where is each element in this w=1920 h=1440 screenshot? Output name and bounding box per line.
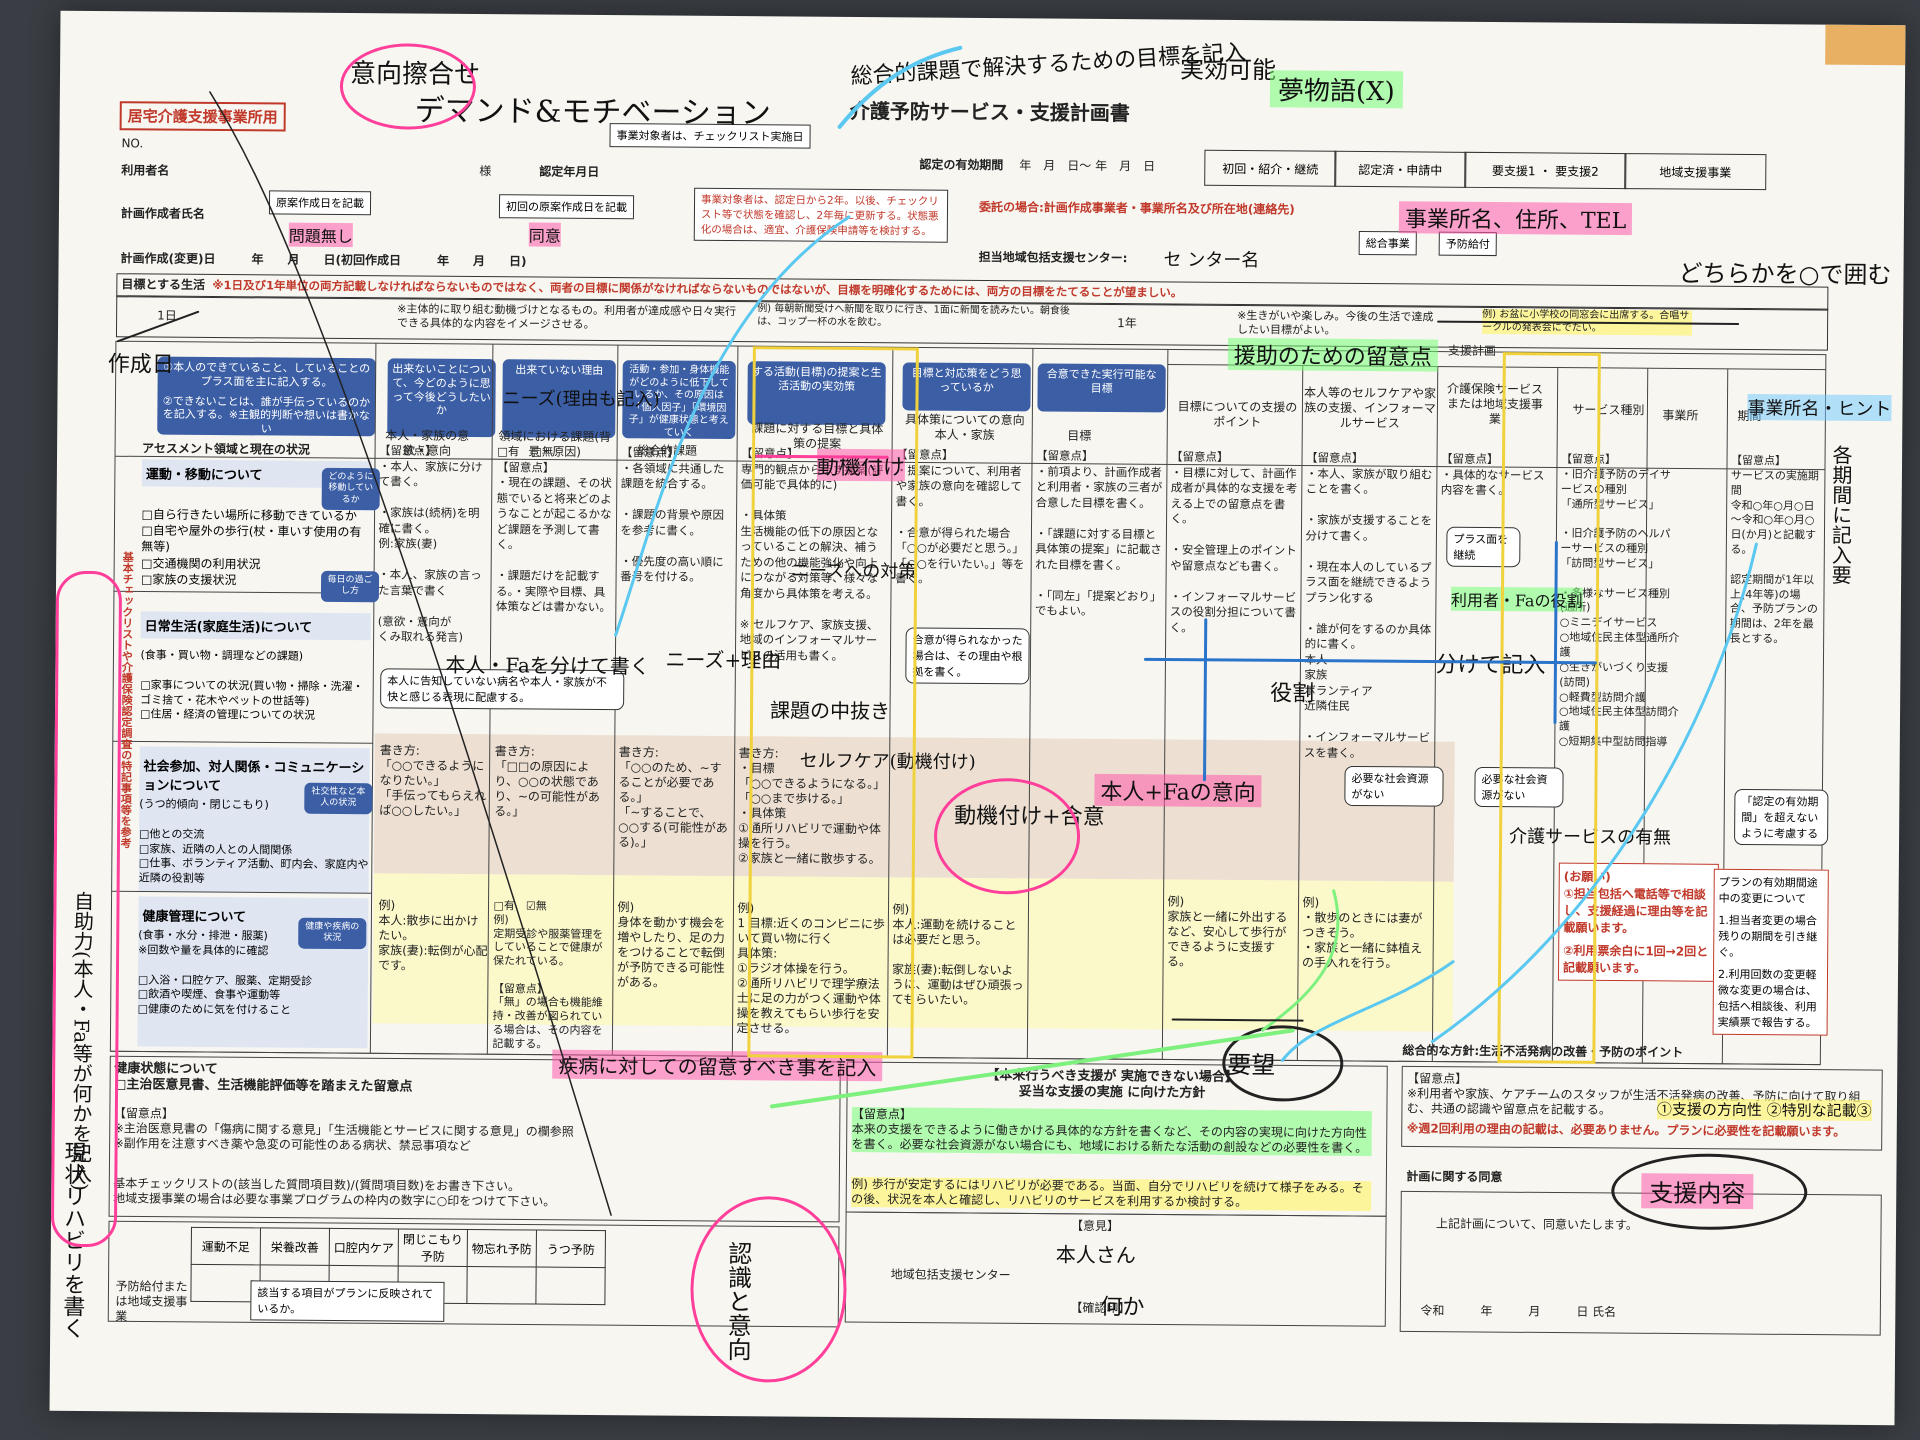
checklist-title: 基本チェックリストの(該当した質問項目数)/(質問項目数)をお書き下さい。 地域… bbox=[113, 1176, 556, 1209]
unable-note: 【留意点】 本来の支援をできるように働きかける具体的な方針を書くなど、その内容の… bbox=[851, 1107, 1372, 1157]
health-example-col8: 例) 家族と一緒に外出するなど、安心して歩行ができるように支援する。 bbox=[1167, 894, 1288, 969]
health-example-col4: 例) 身体を動かす機会を増やしたり、足の力をつけることで転倒が予防できる可能性が… bbox=[616, 900, 726, 990]
reflect-note: 該当する項目がプランに反映されているか。 bbox=[250, 1280, 445, 1322]
check-col-withdrawal: 閉じこもり予防 bbox=[398, 1228, 468, 1267]
hw-center-name: セ ンター名 bbox=[1163, 249, 1260, 272]
example-col3: 書き方: 「□□の原因により、○○の状態であり、~の可能性がある。」 bbox=[494, 744, 601, 819]
unable-example: 例) 歩行が安定するにはリハビリが必要である。当面、自分でリハビリを続けて様子を… bbox=[851, 1177, 1372, 1212]
change-box: プランの有効期間途中の変更について 1.担当者変更の場合残りの期間を引き継ぐ。 … bbox=[1712, 868, 1829, 1036]
agree-title: 計画に関する同意 bbox=[1406, 1169, 1503, 1185]
hw-created-date: 作成日 bbox=[107, 352, 174, 378]
col7-notes: 【留意点】 ・前項より、計画作成者と利用者・家族の三者が合意した目標を書く。 ・… bbox=[1034, 448, 1163, 619]
agree-text: 上記計画について、同意いたします。 bbox=[1435, 1216, 1638, 1233]
health-title: 健康状態について □主治医意見書、生活機能評価等を踏まえた留意点 bbox=[114, 1061, 413, 1095]
hw-split-self-family: 本人・Faを分けて書く bbox=[445, 652, 650, 679]
circle-intent bbox=[339, 42, 477, 131]
hw-office-hint: 事業所名・ヒント bbox=[1747, 394, 1892, 422]
change-item1: 1.担当者変更の場合残りの期間を引き継ぐ。 bbox=[1718, 913, 1818, 959]
area-daily: 日常生活(家庭生活)について (食事・買い物・調理などの課題) □家事についての… bbox=[140, 611, 371, 724]
hw-period-required: 各期間に記入要 bbox=[1828, 444, 1854, 585]
check-col-nutrition: 栄養改善 bbox=[260, 1227, 330, 1266]
hw-opinion-value: 本人さん bbox=[1055, 1242, 1136, 1268]
benefit-label: 予防給付または地域支援事業 bbox=[115, 1279, 188, 1324]
health-bubble: 健康や疾病の状況 bbox=[298, 917, 367, 949]
agree-date-line: 令和 年 月 日 氏名 bbox=[1420, 1303, 1617, 1320]
hw-feasible: 実効可能 bbox=[1179, 55, 1277, 85]
yellow-box-proposal bbox=[747, 346, 919, 1059]
area-social: 社会参加、対人関係・コミュニケーションについて (うつ的傾向・閉じこもり) □他… bbox=[139, 751, 370, 888]
hw-office-info: 事業所名、住所、TEL bbox=[1398, 201, 1633, 236]
circle-request bbox=[1222, 1024, 1344, 1102]
health-note: 【留意点】 ※主治医意見書の「傷病に関する意見」「生活機能とサービスに関する意見… bbox=[113, 1106, 574, 1154]
care-plan-document: 居宅介護支援事業所用 NO. 利用者名 様 認定年月日 事業対象者は、チェックリ… bbox=[49, 10, 1906, 1426]
check-col-memory: 物忘れ予防 bbox=[467, 1229, 537, 1268]
circle-motivation bbox=[933, 777, 1081, 895]
hw-stamp: 何か bbox=[1100, 1294, 1145, 1321]
social-bubble-3: 社交性など本人の状況 bbox=[304, 782, 373, 814]
example-col2: 書き方: 「○○できるようになりたい。」 「手伝ってもらえれば○○したい。」 bbox=[379, 743, 487, 818]
change-title: プランの有効期間途中の変更について bbox=[1718, 875, 1818, 906]
health-example-col2: 例) 本人:散歩に出かけたい。 家族(妻):転倒が心配です。 bbox=[377, 898, 488, 973]
walk-bubble: どのように移動しているか bbox=[321, 467, 380, 511]
hw-first-plan: 同意 bbox=[528, 222, 561, 247]
change-item2: 2.利用回数の変更軽微な変更の場合は、包括へ相談後、利用実績票で報告する。 bbox=[1717, 967, 1817, 1030]
health-example-col9: 例) ・散歩のときには妻がつきそう。 ・家族と一緒に鉢植えの手入れを行う。 bbox=[1302, 895, 1423, 971]
hw-policy-list: ①支援の方向性 ②特別な記載③ bbox=[1656, 1098, 1872, 1122]
check-col-depression: うつ予防 bbox=[536, 1230, 606, 1268]
hw-support-point: 援助のための留意点 bbox=[1227, 337, 1439, 372]
daily-bubble: 毎日の過ごし方 bbox=[320, 570, 380, 602]
cert-period-bubble: 「認定の有効期間」を超えないように考慮する bbox=[1734, 788, 1829, 846]
yellow-box-insurance bbox=[1497, 352, 1601, 1064]
area-daily-title: 日常生活(家庭生活)について bbox=[140, 611, 371, 641]
hw-self-family-intent: 本人+Faの意向 bbox=[1094, 773, 1262, 808]
hw-dream: 夢物語(X) bbox=[1269, 70, 1403, 109]
area-daily-items: (食事・買い物・調理などの課題) □家事についての状況(買い物・掃除・洗濯・ゴミ… bbox=[139, 648, 364, 723]
center-name-label: 地域包括支援センター bbox=[890, 1267, 1011, 1283]
check-col-exercise: 運動不足 bbox=[191, 1227, 261, 1265]
social-resource-bubble: 必要な社会資源がない bbox=[1344, 765, 1444, 807]
circle-recognition bbox=[689, 1195, 848, 1383]
hw-role: 役割 bbox=[1270, 681, 1315, 707]
check-col-oral: 口腔内ケア bbox=[329, 1228, 399, 1266]
hw-circle-either: どちらかを○で囲む bbox=[1678, 259, 1892, 290]
consent-bubble: 合意が得られなかった場合は、その理由や根拠を書く。 bbox=[905, 627, 1030, 685]
hw-planner-name: 問題無し bbox=[288, 222, 353, 248]
example-col4: 書き方: 「○○のため、~することが必要である。」 「~することで、○○する(可… bbox=[617, 745, 728, 850]
sticky-note-corner bbox=[1825, 24, 1906, 66]
opinion-label: 【意見】 bbox=[1070, 1218, 1120, 1234]
pink-bracket-left bbox=[50, 570, 123, 1248]
health-example-col3: □有 ☑無 例) 定期受診や服薬管理をしていることで健康が保たれている。 【留意… bbox=[492, 899, 604, 1051]
hw-needs-reason: ニーズ(理由も記入) bbox=[502, 388, 660, 411]
